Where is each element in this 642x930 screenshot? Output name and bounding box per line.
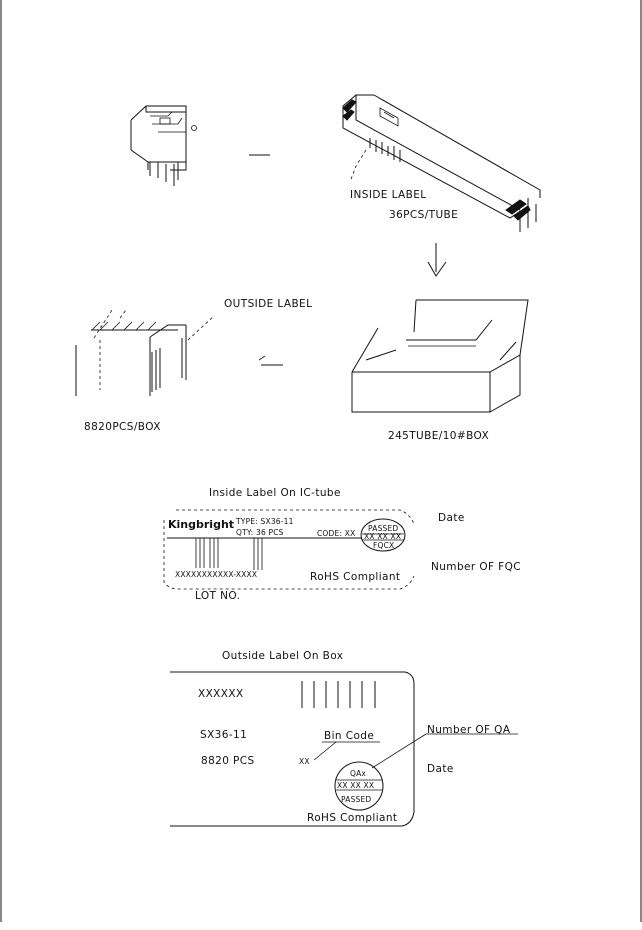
outside-part: SX36-11 [200, 729, 247, 741]
brand-logo: Kingbright [168, 518, 234, 531]
inside-date-callout: Date [438, 512, 465, 524]
inside-label-title: Inside Label On IC-tube [209, 487, 341, 499]
outside-date-callout: Date [427, 763, 454, 775]
qa-callout: Number OF QA [427, 724, 511, 736]
carton-drawing [351, 299, 529, 413]
box-qty-caption: 8820PCS/BOX [84, 421, 161, 433]
outside-date-marks: XX XX XX [337, 781, 374, 790]
arrow-down [427, 243, 447, 277]
type-line: TYPE: SX36-11 [235, 517, 294, 526]
outside-qty: 8820 PCS [201, 755, 255, 767]
outside-rohs: RoHS Compliant [307, 812, 397, 824]
inside-label-outline [163, 509, 415, 590]
component-drawing [130, 105, 197, 186]
outside-label-title: Outside Label On Box [222, 650, 343, 662]
inside-passed-stamp [360, 518, 406, 552]
outside-passed: PASSED [341, 795, 371, 804]
fqc-text: FQCX [373, 541, 394, 550]
lot-code: XXXXXXXXXXX-XXXX [175, 570, 257, 579]
passed-text: PASSED [368, 524, 398, 533]
outside-qa-stamp [334, 761, 384, 811]
arrow-left-tick [258, 355, 266, 361]
outside-label-outline [170, 671, 427, 827]
date-marks: XX XX XX [364, 532, 401, 541]
lot-callout: LOT NO. [195, 590, 240, 602]
inside-label-caption: INSIDE LABEL [350, 189, 427, 201]
tube-qty-caption: 36PCS/TUBE [389, 209, 458, 221]
bin-value: XX [299, 757, 310, 766]
outside-code: XXXXXX [198, 688, 244, 700]
tube-box-caption: 245TUBE/10#BOX [388, 430, 489, 442]
fqc-callout: Number OF FQC [431, 561, 521, 573]
box-corner-drawing [75, 309, 215, 396]
code-line: CODE: XX [317, 529, 355, 538]
qa-text: QAx [350, 769, 366, 778]
qty-line: QTY: 36 PCS [236, 528, 284, 537]
inside-rohs: RoHS Compliant [310, 571, 400, 583]
tube-drawing [342, 94, 541, 232]
bin-label: Bin Code [324, 730, 374, 742]
outside-label-caption: OUTSIDE LABEL [224, 298, 312, 310]
